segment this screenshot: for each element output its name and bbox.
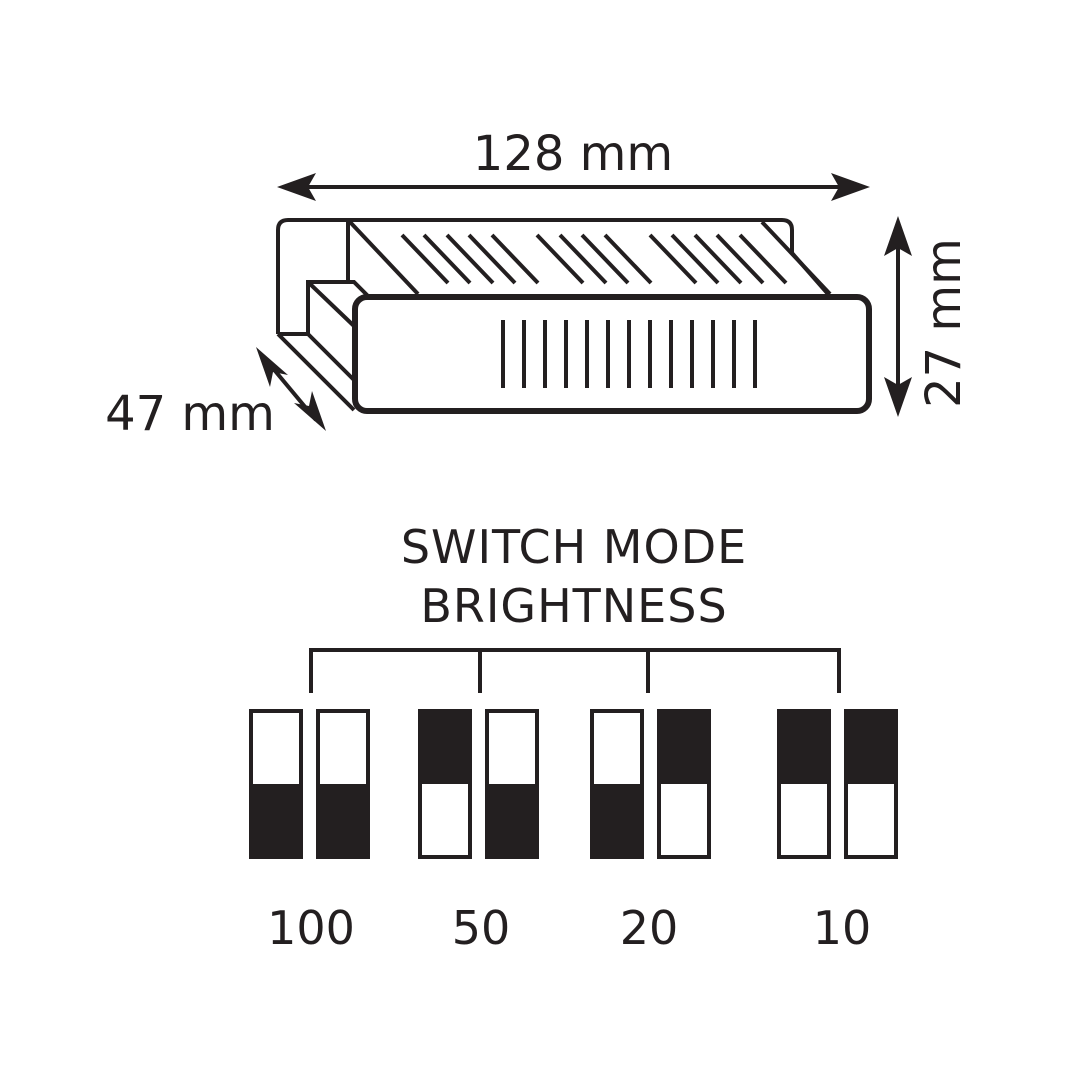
- width-dimension: 128 mm: [277, 126, 870, 201]
- arrow-down-icon: [884, 377, 912, 417]
- switch-down-fill: [592, 784, 642, 857]
- arrow-right-icon: [831, 173, 870, 201]
- height-dimension: 27 mm: [884, 216, 972, 417]
- dip-switch: [844, 709, 898, 859]
- section-title-line2: BRIGHTNESS: [420, 579, 727, 633]
- section-title-line1: SWITCH MODE: [401, 520, 747, 574]
- arrow-left-icon: [277, 173, 316, 201]
- switch-down-fill: [487, 784, 537, 857]
- depth-dimension: 47 mm: [105, 347, 326, 442]
- dip-switch: [590, 709, 644, 859]
- device-drawing: [276, 218, 872, 414]
- switch-up-fill: [846, 711, 896, 784]
- brightness-value-label: 10: [813, 901, 872, 955]
- switch-group-20: 20: [590, 709, 711, 955]
- dip-switch: [777, 709, 831, 859]
- dip-switch: [418, 709, 472, 859]
- brightness-value-label: 50: [452, 901, 511, 955]
- dip-switch: [657, 709, 711, 859]
- switch-up-fill: [779, 711, 829, 784]
- switch-up-fill: [659, 711, 709, 784]
- switch-up-fill: [420, 711, 470, 784]
- brightness-value-label: 100: [267, 901, 355, 955]
- dip-switch: [316, 709, 370, 859]
- arrow-up-icon: [884, 216, 912, 256]
- switch-groups: 100 50 20 10: [249, 709, 898, 955]
- arrow-down-right-icon: [294, 391, 326, 431]
- depth-label: 47 mm: [105, 386, 275, 442]
- brightness-value-label: 20: [620, 901, 679, 955]
- switch-down-fill: [251, 784, 301, 857]
- width-label: 128 mm: [473, 126, 673, 182]
- switch-mode-section: SWITCH MODE BRIGHTNESS 100 50 20 10: [249, 520, 898, 955]
- switch-group-50: 50: [418, 709, 539, 955]
- switch-group-100: 100: [249, 709, 370, 955]
- arrow-up-left-icon: [256, 347, 288, 387]
- dip-switch: [485, 709, 539, 859]
- group-bracket: [309, 648, 841, 693]
- switch-down-fill: [318, 784, 368, 857]
- height-label: 27 mm: [916, 238, 972, 408]
- switch-group-10: 10: [777, 709, 898, 955]
- dip-switch: [249, 709, 303, 859]
